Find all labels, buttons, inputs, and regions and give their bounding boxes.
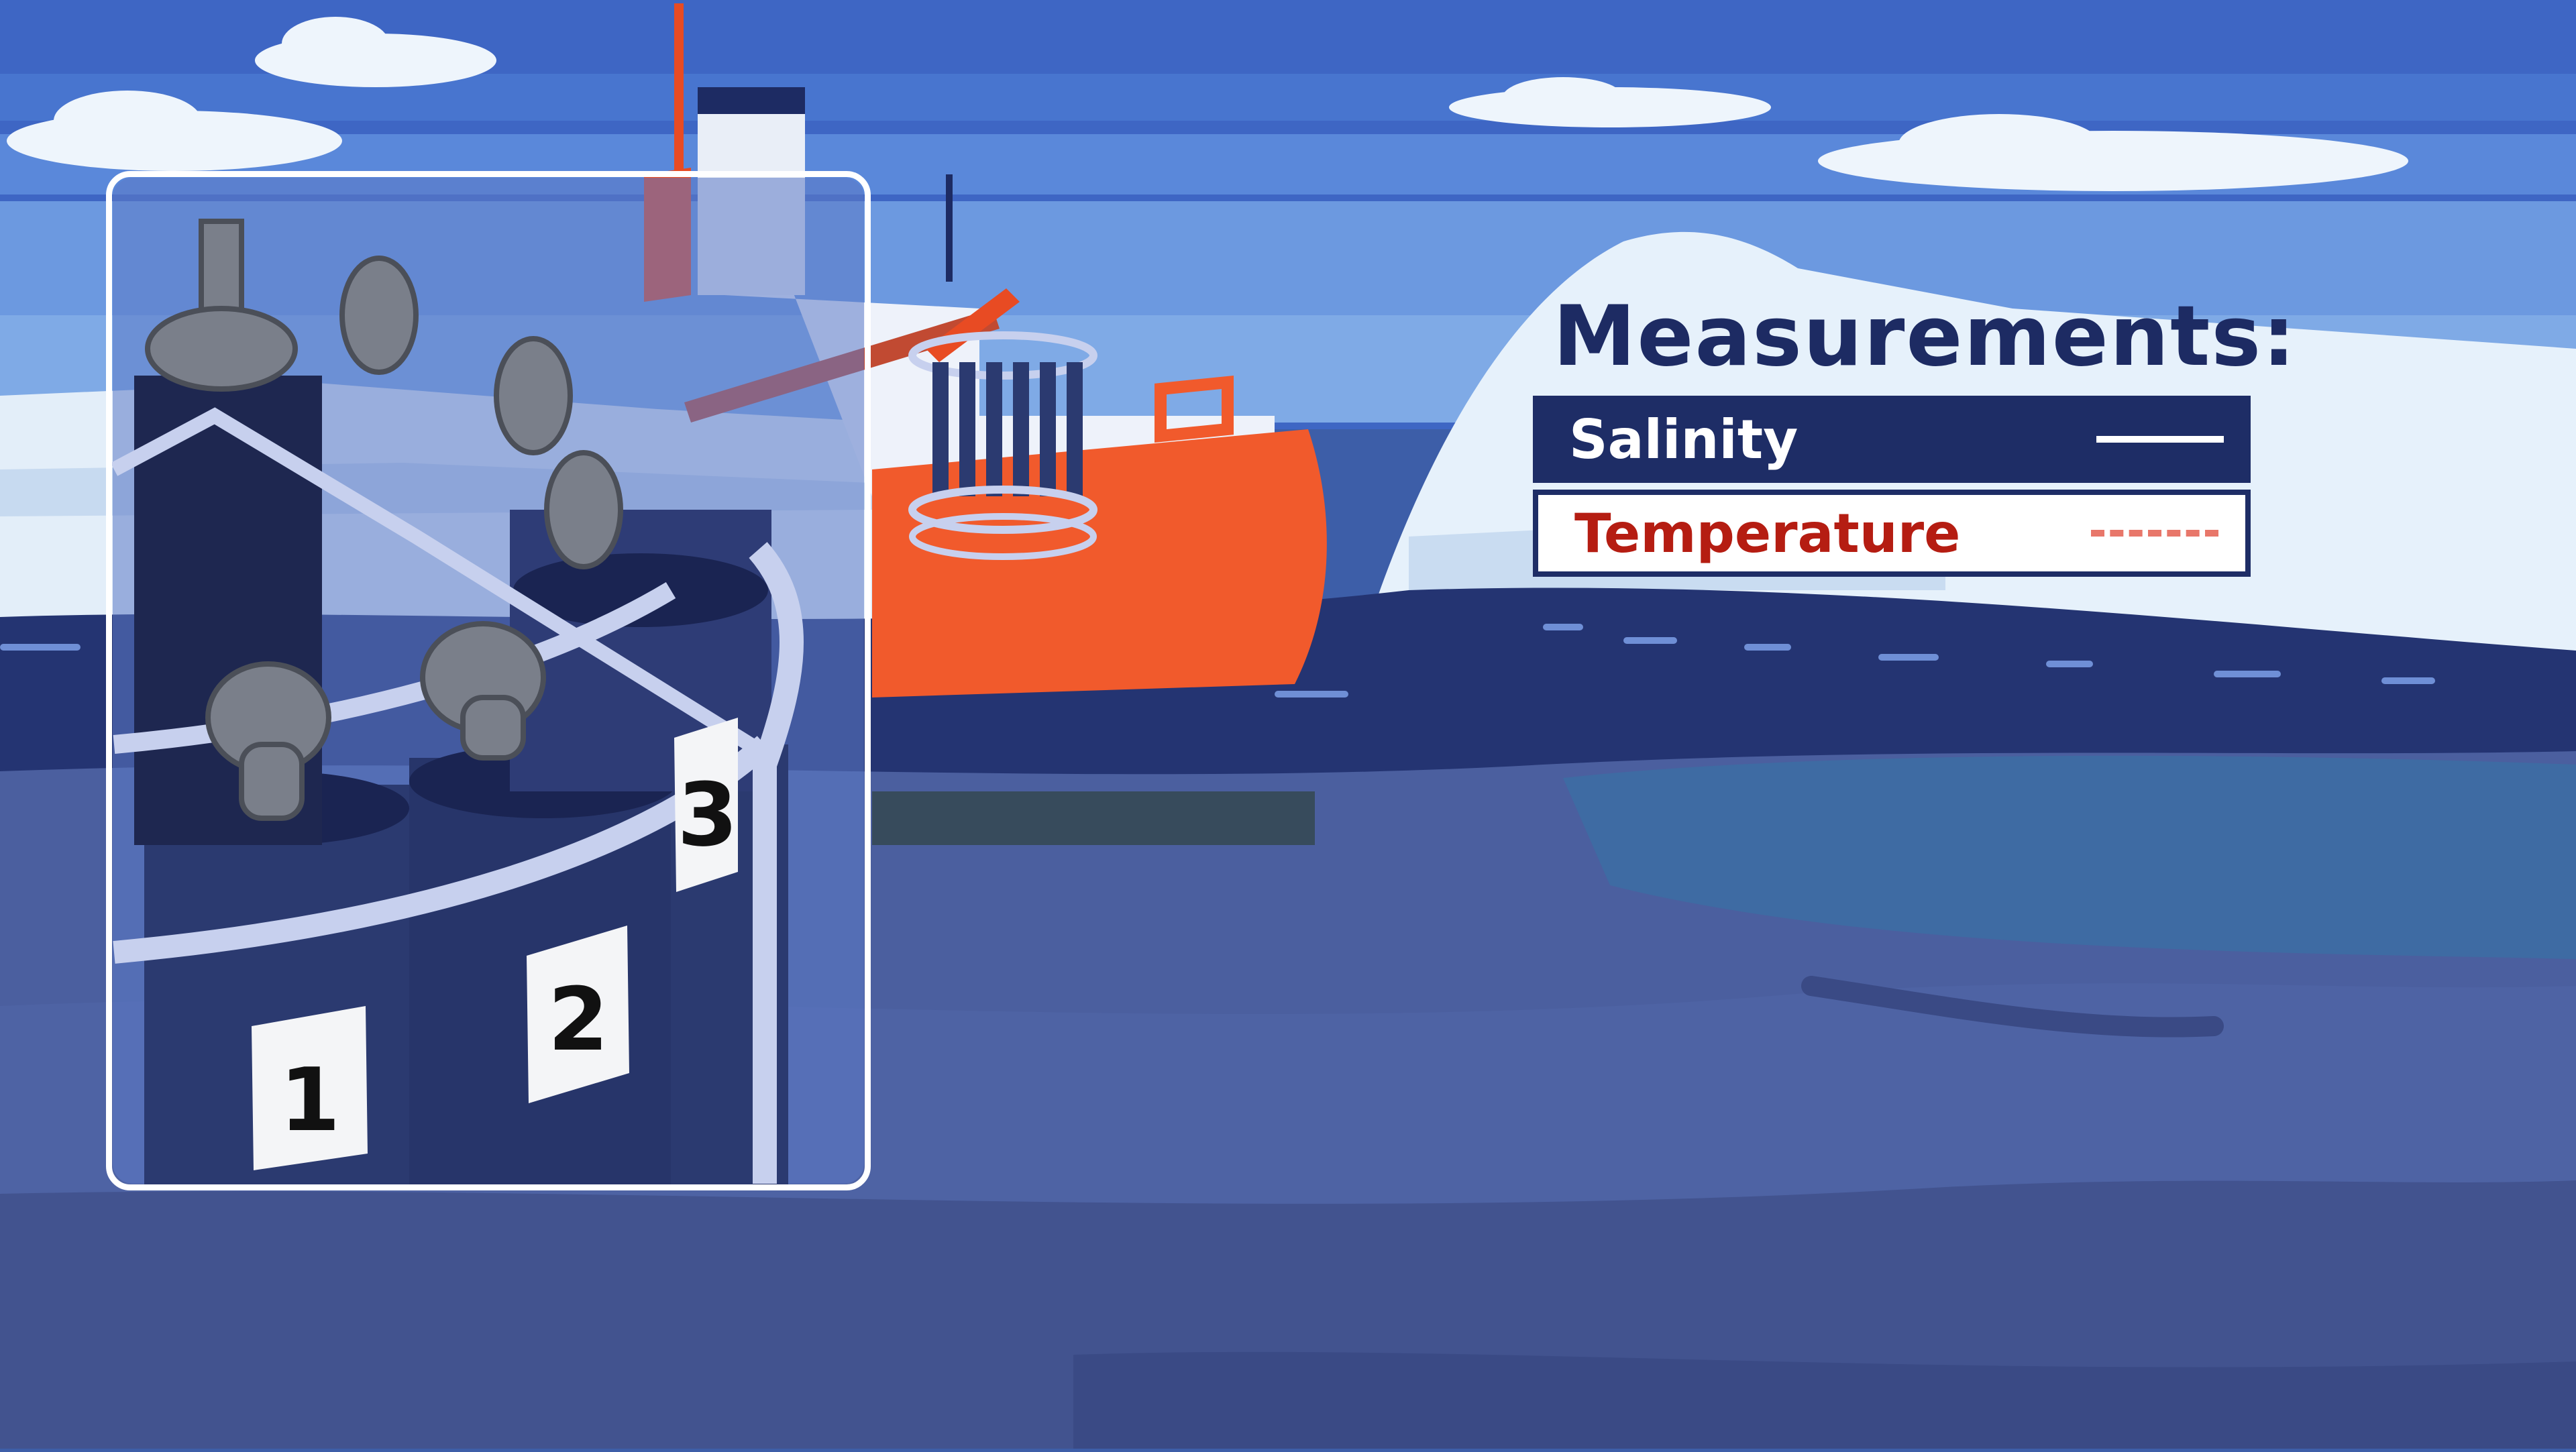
legend-title: Measurements:: [1553, 288, 2297, 385]
dashed-line-icon: [2091, 530, 2218, 537]
solid-line-icon: [2096, 436, 2224, 443]
inset-illustration: 1 2 3: [110, 178, 864, 1187]
bottle-label-1: 1: [252, 1006, 368, 1170]
legend-item-salinity: Salinity: [1533, 396, 2251, 483]
legend-item-temperature: Temperature: [1533, 490, 2251, 577]
ctd-rosette: [908, 331, 1097, 560]
svg-text:1: 1: [280, 1049, 340, 1151]
bottle-label-3: 3: [674, 718, 738, 892]
svg-text:2: 2: [548, 968, 608, 1070]
clouds: [7, 17, 2408, 191]
svg-text:3: 3: [678, 764, 738, 866]
bottle-label-2: 2: [527, 926, 629, 1103]
legend-label-temperature: Temperature: [1574, 502, 1961, 565]
inset-frame: [106, 171, 871, 1190]
legend-label-salinity: Salinity: [1569, 408, 1799, 471]
